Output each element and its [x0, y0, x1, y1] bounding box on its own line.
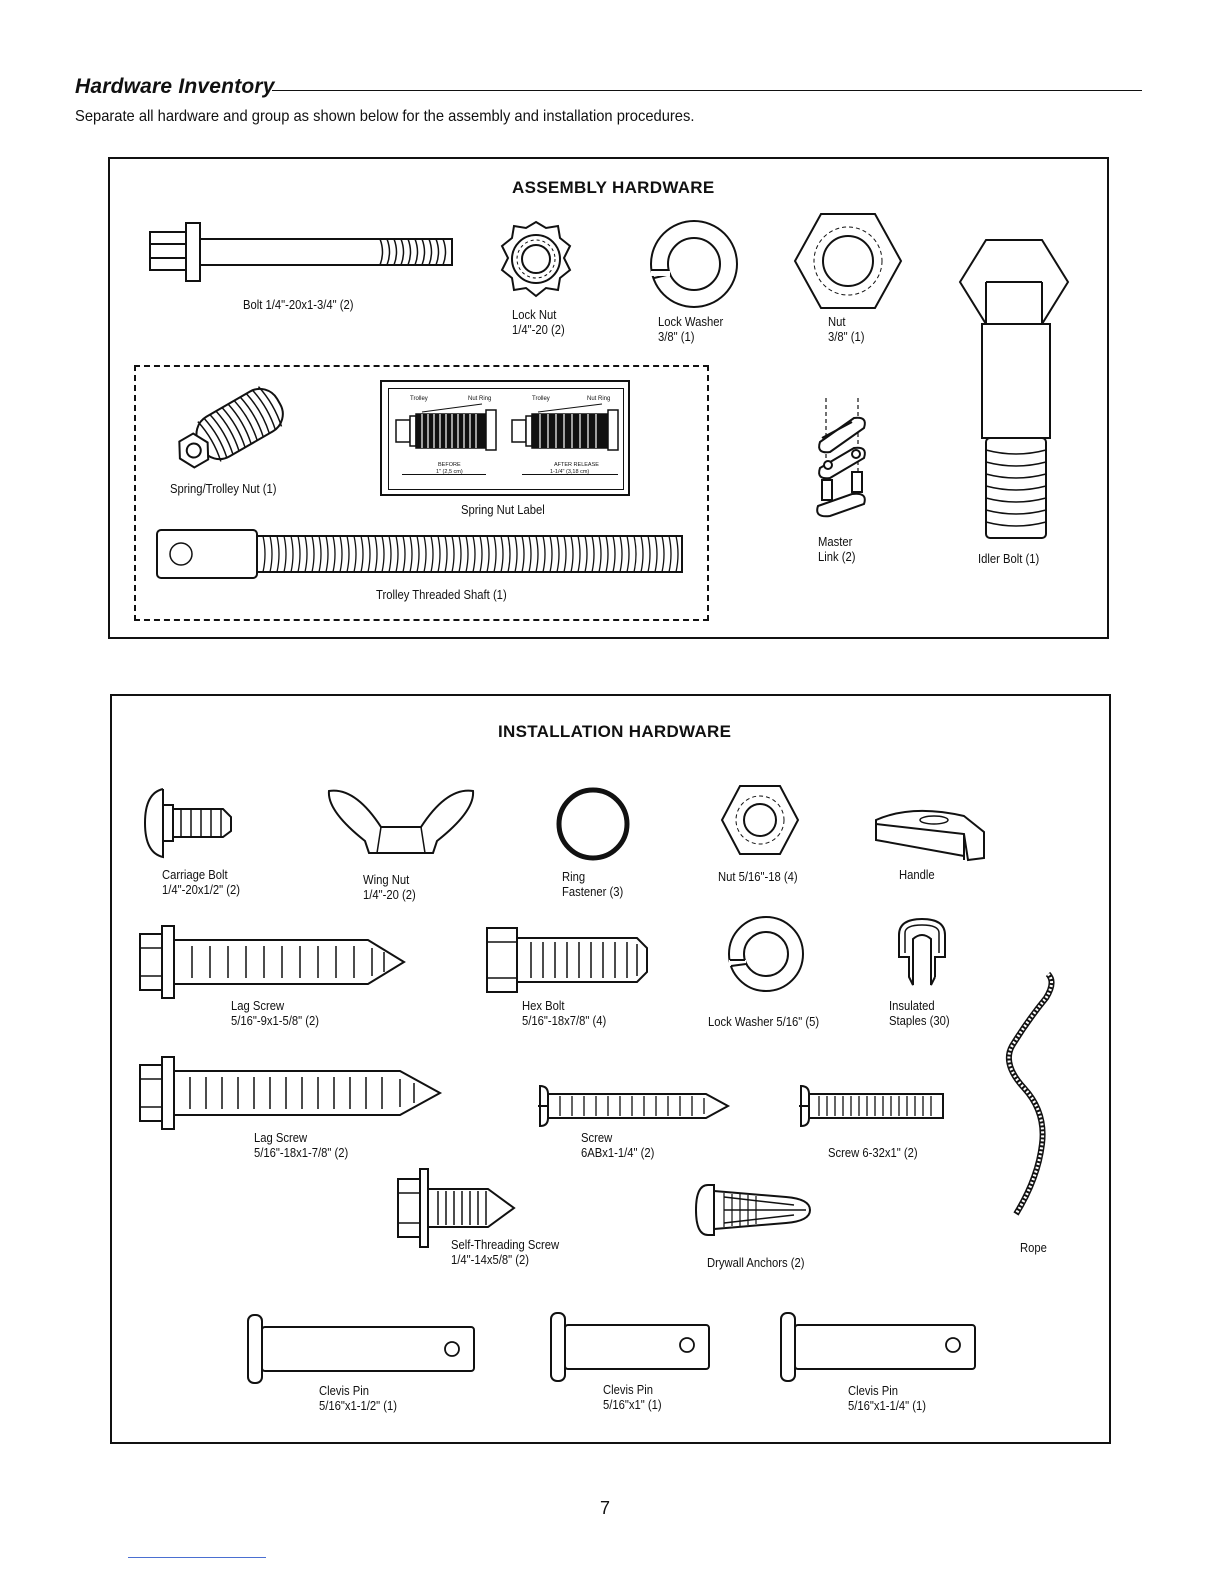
bolt-label: Bolt 1/4"-20x1-3/4" (2): [243, 298, 354, 312]
label-trolley-b: Trolley: [532, 396, 550, 402]
spring-nut-label-card: Trolley Nut Ring Trolley Nut Ring BEFORE…: [380, 380, 630, 496]
lag-screw-short-icon: [138, 924, 408, 1000]
ring-fastener-icon: [553, 784, 633, 864]
assembly-hardware-panel: [108, 157, 1109, 639]
handle-icon: [872, 802, 988, 862]
label-before: BEFORE: [438, 462, 461, 468]
master-link-icon: [812, 398, 872, 520]
idler-bolt-icon: [958, 238, 1070, 543]
carriage-bolt-icon: [143, 787, 235, 859]
idler-bolt-label: Idler Bolt (1): [978, 552, 1040, 566]
small-hex-nut-icon: [720, 784, 800, 856]
rope-label: Rope: [1020, 1241, 1047, 1255]
hex-nut-icon: [793, 212, 903, 310]
trolley-parts-group: [134, 365, 709, 621]
label-nut-ring-b: Nut Ring: [587, 396, 611, 402]
small-lock-washer-label: Lock Washer 5/16" (5): [708, 1015, 820, 1029]
page-number: 7: [600, 1498, 611, 1518]
bolt-icon: [148, 220, 454, 285]
shaft-thread-lines: [263, 536, 678, 572]
machine-screw-label: Screw 6-32x1" (2): [828, 1146, 918, 1160]
rope-icon: [998, 968, 1064, 1224]
clevis-pin-medium-icon: [779, 1311, 979, 1383]
trolley-threaded-shaft-label: Trolley Threaded Shaft (1): [376, 588, 507, 602]
label-after: AFTER RELEASE: [554, 462, 599, 468]
assembly-hardware-title: ASSEMBLY HARDWARE: [512, 178, 715, 197]
small-lock-washer-icon: [726, 914, 806, 994]
installation-hardware-title: INSTALLATION HARDWARE: [498, 722, 732, 741]
lock-nut-icon: [496, 218, 576, 300]
spring-diagram-icon: [392, 404, 622, 454]
insulated-staple-icon: [895, 917, 949, 987]
label-nut-ring-a: Nut Ring: [468, 396, 492, 402]
page-heading: Hardware Inventory: [75, 75, 275, 98]
wing-nut-icon: [325, 785, 477, 857]
spring-nut-label-text: Spring Nut Label: [461, 503, 545, 517]
lag-screw-long-icon: [138, 1055, 444, 1131]
hex-bolt-icon: [485, 924, 651, 996]
clevis-pin-short-icon: [549, 1311, 713, 1383]
spring-trolley-nut-icon: [166, 384, 296, 474]
label-after-dim: 1-1/4" (3,18 cm): [550, 469, 590, 475]
trolley-threaded-shaft-icon: [155, 528, 685, 580]
intro-text: Separate all hardware and group as shown…: [75, 108, 695, 125]
lock-washer-icon: [648, 218, 740, 310]
self-threading-screw-icon: [396, 1167, 520, 1249]
spring-trolley-nut-label: Spring/Trolley Nut (1): [170, 482, 277, 496]
label-before-dim: 1" (2,5 cm): [436, 469, 463, 475]
installation-hardware-panel: [110, 694, 1111, 1444]
heading-rule: [272, 90, 1142, 91]
handle-label: Handle: [899, 868, 935, 882]
machine-screw-icon: [797, 1084, 945, 1128]
small-nut-label: Nut 5/16"-18 (4): [718, 870, 798, 884]
drywall-anchors-label: Drywall Anchors (2): [707, 1256, 805, 1270]
screw-6ab-icon: [536, 1084, 732, 1128]
clevis-pin-long-icon: [246, 1313, 478, 1385]
label-trolley-a: Trolley: [410, 396, 428, 402]
drywall-anchor-icon: [694, 1183, 816, 1237]
footer-rule: [128, 1557, 266, 1558]
